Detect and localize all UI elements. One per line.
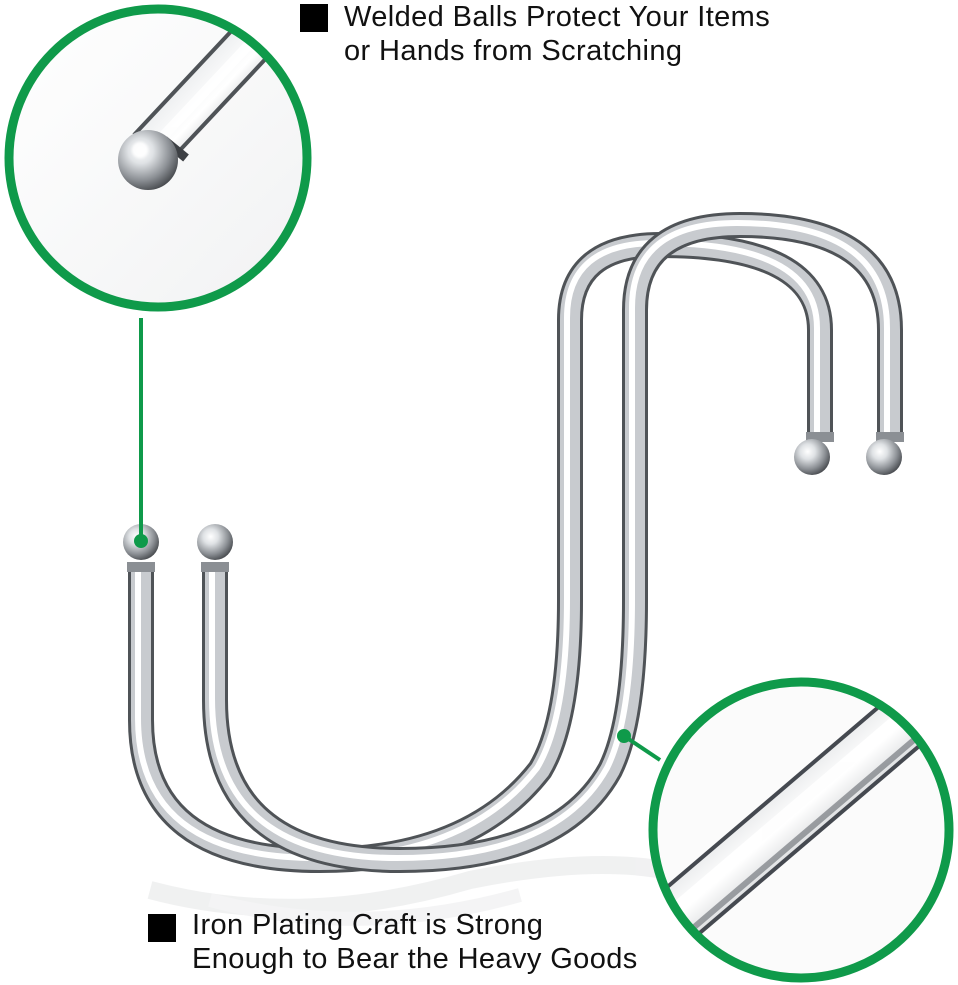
welded-ball-right-1 <box>794 439 830 475</box>
callout-line-bottom <box>622 734 662 762</box>
caption-top-line-1: Welded Balls Protect Your Items <box>344 1 771 33</box>
ball-collar-right-2 <box>876 432 904 442</box>
welded-ball-ends <box>123 432 904 572</box>
black-square-bullet-icon <box>148 914 176 942</box>
black-square-bullet-icon <box>300 4 328 32</box>
zoom-ring-bottom <box>648 677 954 983</box>
zoom-circle-welded-ball <box>4 4 312 312</box>
zoom-ring-top <box>4 4 312 312</box>
caption-top-line-2: or Hands from Scratching <box>344 35 683 67</box>
caption-bottom-line-2: Enough to Bear the Heavy Goods <box>192 943 638 975</box>
welded-ball-right-2 <box>866 439 902 475</box>
ball-collar-left-2 <box>201 562 229 572</box>
caption-bottom-line-1: Iron Plating Craft is Strong <box>192 909 544 941</box>
welded-ball-left-2 <box>197 524 233 560</box>
ball-collar-right-1 <box>806 432 834 442</box>
caption-welded-balls: Welded Balls Protect Your Items or Hands… <box>300 0 940 74</box>
callout-dot-bottom <box>617 729 631 743</box>
zoom-circle-rod-surface <box>648 677 954 983</box>
callout-dot-top <box>134 534 148 548</box>
callout-connectors <box>134 318 662 762</box>
caption-iron-plating: Iron Plating Craft is Strong Enough to B… <box>148 908 788 982</box>
ball-collar-left-1 <box>127 562 155 572</box>
s-hook-back <box>128 231 833 874</box>
s-hook-front <box>202 211 903 874</box>
hook-reflection <box>147 856 704 926</box>
